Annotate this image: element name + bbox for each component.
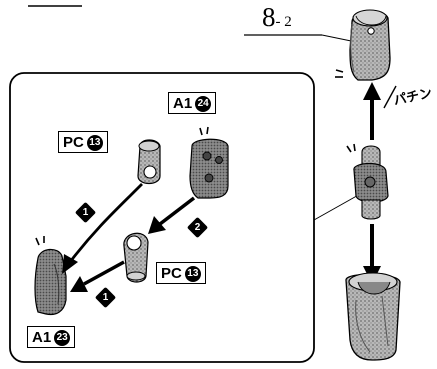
snap-slash bbox=[383, 85, 397, 109]
panel-connector-line bbox=[313, 192, 363, 221]
part-a1-24 bbox=[189, 138, 229, 199]
step-badge-1a: 1 bbox=[74, 201, 97, 224]
label-pc-13-bottom-number: 13 bbox=[184, 265, 201, 282]
part-pc-13-bottom bbox=[123, 232, 149, 283]
step-badge-1b: 1 bbox=[94, 286, 117, 309]
sub-assembly-panel bbox=[9, 72, 315, 363]
label-a1-23: A1 23 bbox=[27, 326, 76, 348]
assembled-joint bbox=[353, 145, 389, 220]
snap-marks-a1-23 bbox=[35, 236, 45, 246]
part-a1-23 bbox=[34, 248, 67, 316]
arrow-up bbox=[363, 82, 381, 140]
assembly-arrow-1b bbox=[70, 260, 125, 292]
step-badge-1a-text: 1 bbox=[82, 207, 89, 218]
label-pc-13-bottom: PC 13 bbox=[156, 262, 206, 284]
step-badge-2: 2 bbox=[186, 216, 209, 239]
label-pc-13-top-number: 13 bbox=[86, 134, 103, 151]
assembly-arrow-2 bbox=[148, 196, 196, 234]
label-a1-23-number: 23 bbox=[54, 329, 71, 346]
snap-marks-center bbox=[346, 143, 356, 153]
upper-part bbox=[349, 9, 391, 81]
part-pc-13-top bbox=[137, 139, 161, 185]
label-a1-24: A1 24 bbox=[168, 92, 217, 114]
step-number: 8 bbox=[262, 2, 276, 32]
assembly-arrow-1a bbox=[62, 183, 143, 274]
label-pc-13-bottom-code: PC bbox=[161, 265, 182, 282]
label-pc-13-top-code: PC bbox=[63, 134, 84, 151]
lower-part bbox=[345, 272, 401, 361]
label-a1-24-number: 24 bbox=[195, 95, 212, 112]
label-a1-23-code: A1 bbox=[32, 329, 52, 346]
step-title: 8- 2 bbox=[262, 2, 292, 37]
snap-marks-a1-24 bbox=[199, 126, 209, 136]
step-sub-number: - 2 bbox=[275, 14, 292, 30]
step-badge-1b-text: 1 bbox=[102, 292, 109, 303]
label-pc-13-top: PC 13 bbox=[58, 131, 108, 153]
step-badge-2-text: 2 bbox=[194, 222, 201, 233]
label-a1-24-code: A1 bbox=[173, 95, 193, 112]
snap-marks-top bbox=[335, 69, 344, 78]
